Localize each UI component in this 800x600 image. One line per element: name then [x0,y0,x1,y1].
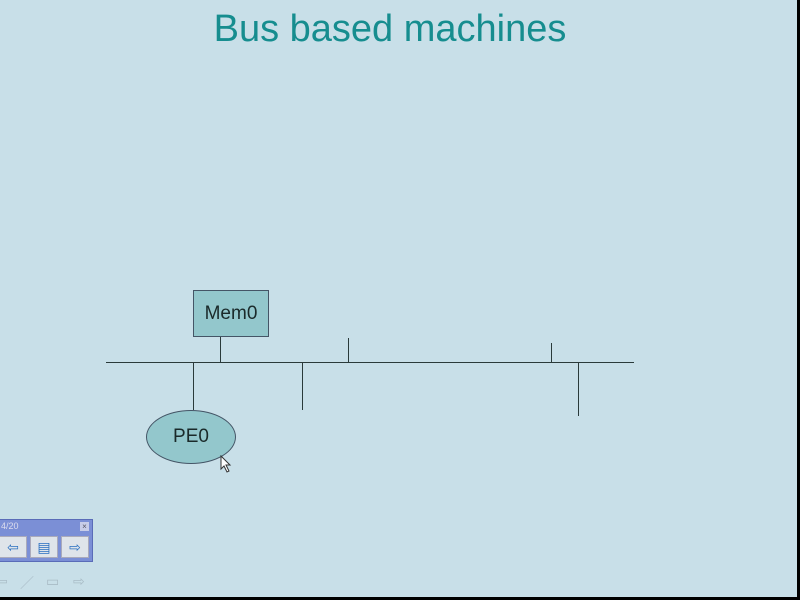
forward-tool-icon[interactable]: ⇨ [73,573,85,589]
prev-slide-button[interactable]: ⇦ [0,536,27,558]
close-icon[interactable]: × [80,522,89,531]
eraser-tool-icon[interactable]: ▭ [46,573,60,589]
mem-connector [220,336,221,362]
pointer-tool-icon[interactable]: ⇦ [0,573,8,589]
bus-line [106,362,634,363]
bus-stub [551,343,552,362]
pe-connector [193,363,194,410]
bus-stub [578,363,579,416]
pe-ellipse: PE0 [146,410,236,464]
mouse-cursor-icon [220,455,232,473]
memory-label: Mem0 [204,302,258,324]
pe-label: PE0 [173,426,209,447]
next-slide-button[interactable]: ⇨ [61,536,89,558]
slide-menu-button[interactable]: ▤ [30,536,58,558]
slideshow-nav: 4/20 × ⇦ ▤ ⇨ [0,519,93,562]
bus-stub [302,363,303,410]
bus-stub [348,338,349,362]
memory-box: Mem0 [193,290,269,337]
slide-counter: 4/20 [1,521,19,531]
slide-title: Bus based machines [213,8,567,50]
pen-tool-icon[interactable]: ／ [20,575,34,591]
